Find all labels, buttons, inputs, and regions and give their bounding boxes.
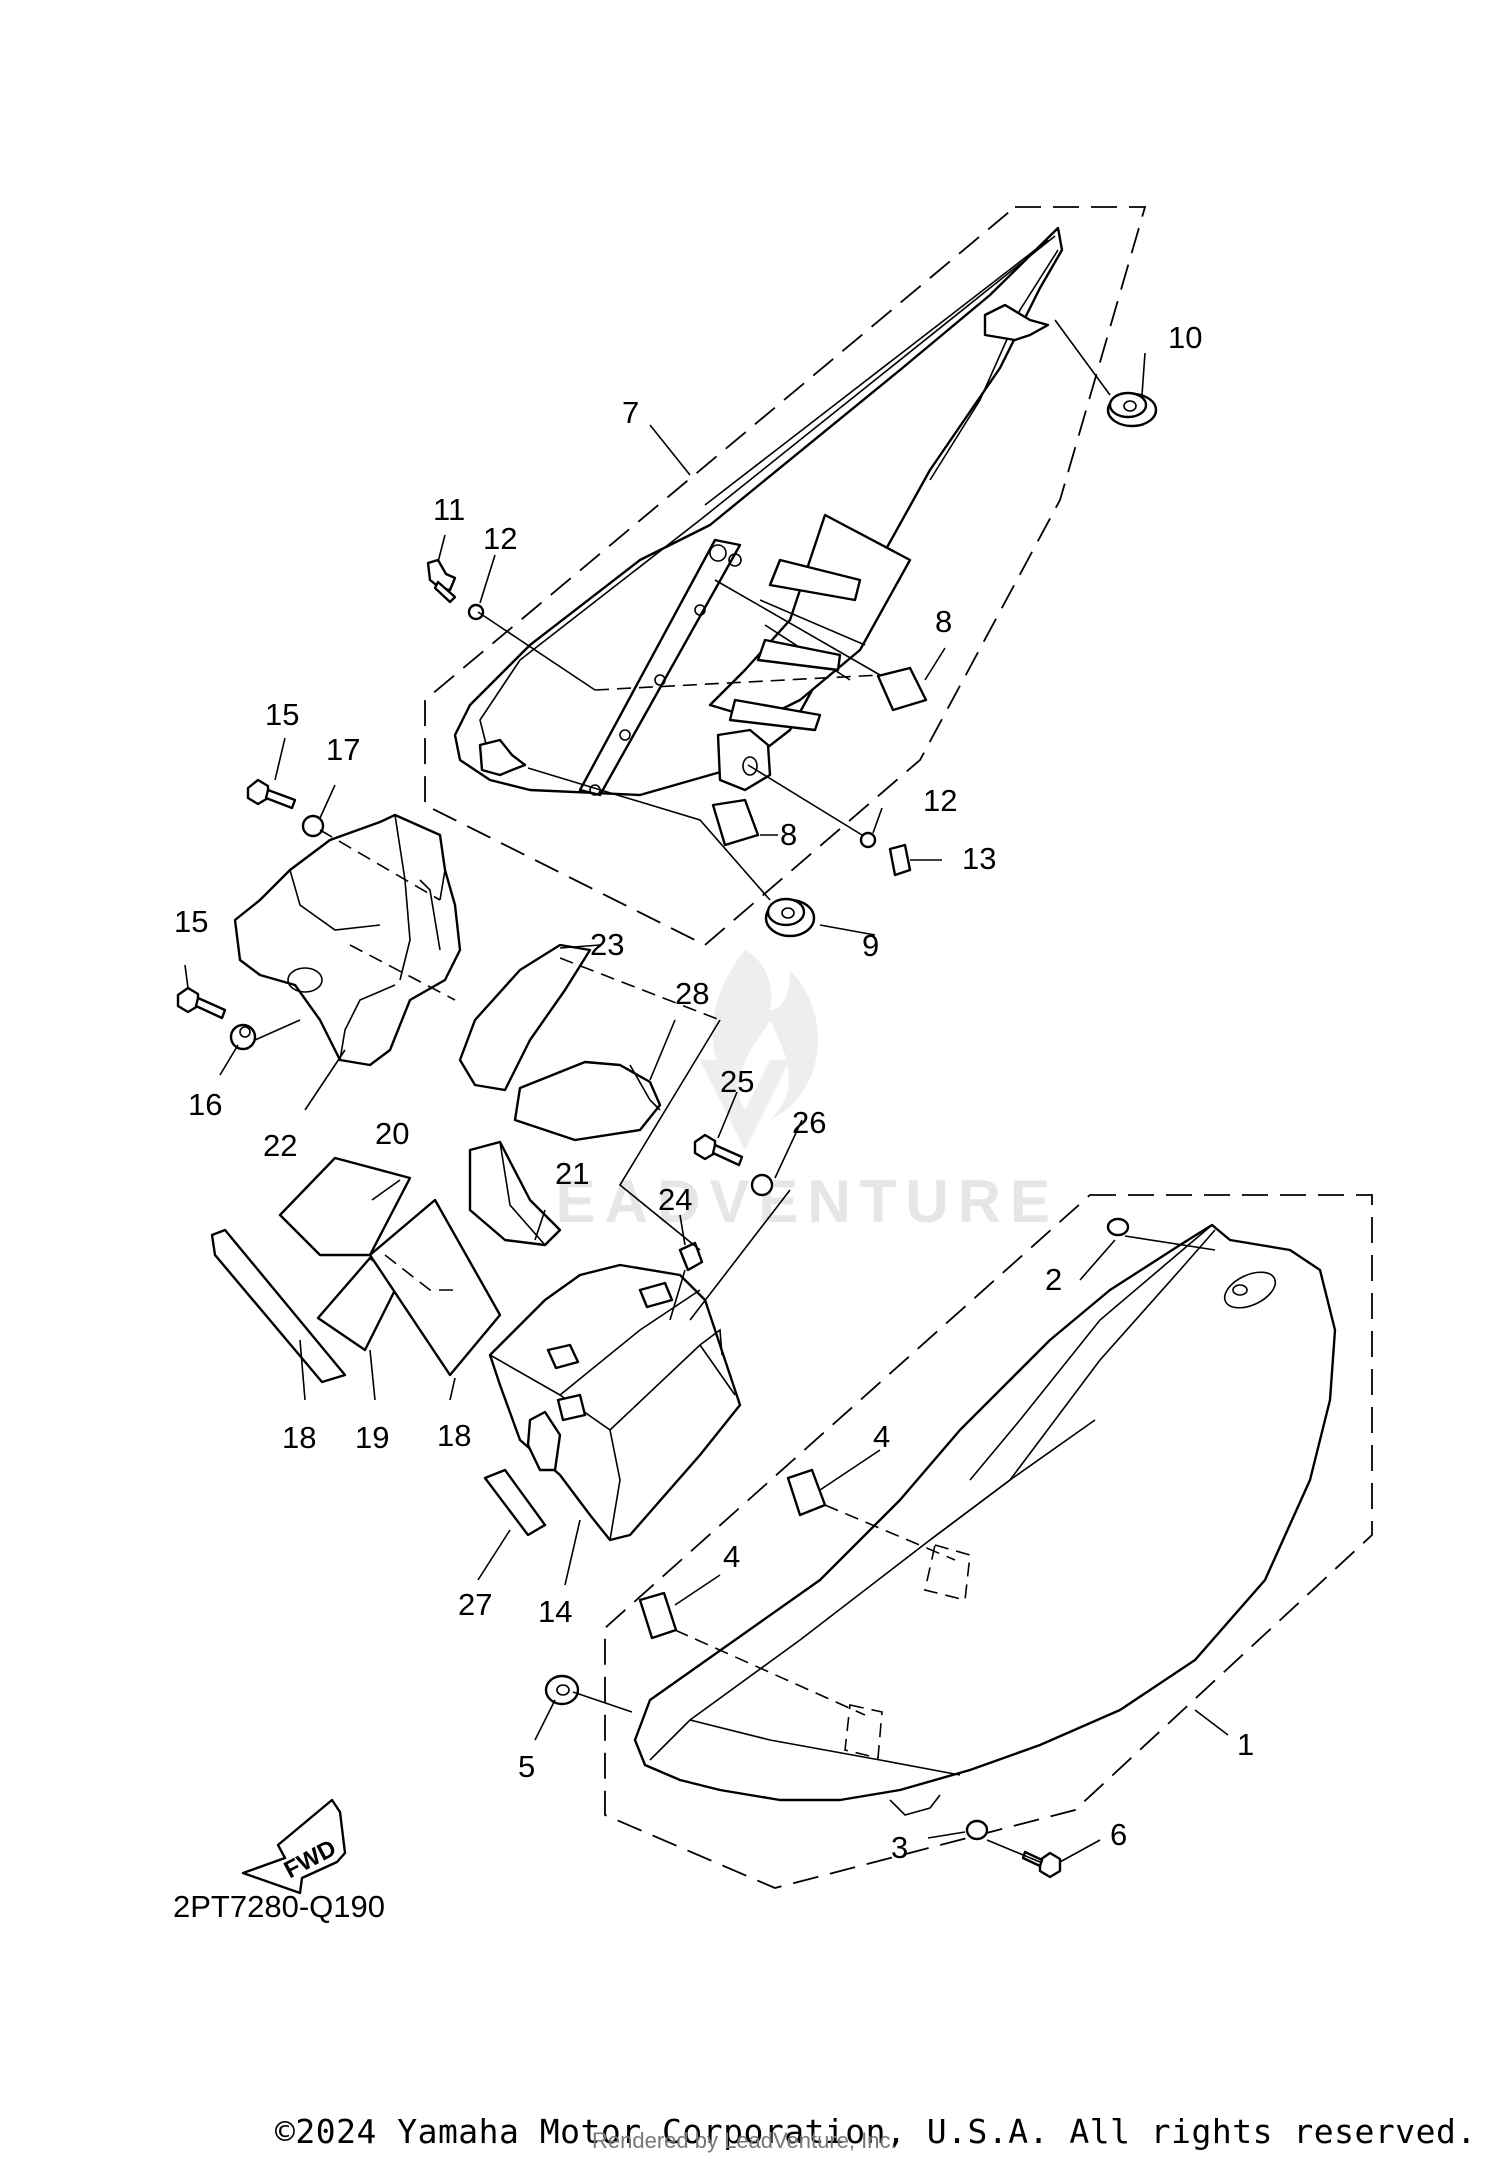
callout-18-right: 18 [437, 1418, 471, 1453]
leadventure-watermark: LEADVENTURE [510, 950, 1059, 1235]
rendered-by-notice: Rendered by LeadVenture, Inc. [592, 2128, 897, 2153]
callout-26: 26 [792, 1105, 826, 1140]
callout-8-upper: 8 [935, 604, 952, 639]
callout-7: 7 [622, 395, 639, 430]
callout-labels: 10 7 11 12 8 12 8 13 9 15 17 15 16 22 23… [174, 320, 1254, 1865]
callout-25: 25 [720, 1064, 754, 1099]
part-12-washer-upper [467, 603, 485, 621]
callout-19: 19 [355, 1420, 389, 1455]
part-22-cover [233, 813, 462, 1067]
callout-5: 5 [518, 1749, 535, 1784]
part-2-collar [1106, 1217, 1130, 1237]
callout-2: 2 [1045, 1262, 1062, 1297]
callout-11: 11 [433, 492, 465, 527]
part-25-bolt [693, 1133, 744, 1167]
part-27-pad [483, 1468, 547, 1537]
callout-16: 16 [188, 1087, 222, 1122]
part-7-side-cover-rear [453, 226, 1064, 797]
part-8-damper-lower [711, 798, 760, 847]
callout-17: 17 [326, 732, 360, 767]
callout-15-lower: 15 [174, 904, 208, 939]
part-3-collar [965, 1819, 989, 1841]
callout-13: 13 [962, 841, 996, 876]
watermark-text: LEADVENTURE [510, 1168, 1059, 1235]
part-9-grommet [764, 897, 816, 938]
group-outline-upper [424, 206, 1147, 947]
callout-6: 6 [1110, 1817, 1127, 1852]
callout-1: 1 [1237, 1727, 1254, 1762]
part-15-bolt-lower [176, 986, 227, 1020]
callout-4-lower: 4 [723, 1539, 740, 1574]
part-24-nut [678, 1241, 704, 1272]
callout-3: 3 [891, 1830, 908, 1865]
part-8-damper-upper [876, 666, 928, 712]
callout-4-upper: 4 [873, 1419, 890, 1454]
part-16-collar [229, 1023, 257, 1051]
part-20-pad [278, 1156, 412, 1257]
callout-12-lower: 12 [923, 783, 957, 818]
callout-18-left: 18 [282, 1420, 316, 1455]
part-1-side-cover [633, 1223, 1337, 1816]
part-4-damper-upper [786, 1468, 827, 1517]
part-11-bolt [426, 558, 457, 604]
callout-10: 10 [1168, 320, 1202, 355]
part-17-washer [301, 814, 325, 838]
part-23-pad [458, 943, 592, 1092]
part-15-bolt-upper [246, 778, 297, 810]
callout-9: 9 [862, 928, 879, 963]
part-21-pad [468, 1140, 562, 1247]
group-outline-lower [604, 1194, 1373, 1889]
part-12-washer-lower [859, 831, 877, 849]
callout-27: 27 [458, 1587, 492, 1622]
part-10-grommet [1106, 391, 1158, 428]
callout-14: 14 [538, 1594, 572, 1629]
callout-20: 20 [375, 1116, 409, 1151]
part-13-nut [888, 843, 912, 877]
callout-28: 28 [675, 976, 709, 1011]
part-18-pad-right [368, 1198, 502, 1377]
part-14-battery-case [488, 1263, 742, 1542]
callout-24: 24 [658, 1182, 692, 1217]
part-4-damper-lower [638, 1591, 678, 1640]
callout-23: 23 [590, 927, 624, 962]
callout-21: 21 [555, 1156, 589, 1191]
callout-15-upper: 15 [265, 697, 299, 732]
diagram-code: 2PT7280-Q190 [173, 1889, 385, 1924]
leader-lines [184, 319, 1229, 1863]
callout-22: 22 [263, 1128, 297, 1163]
part-6-bolt [1021, 1850, 1062, 1879]
callout-8-lower: 8 [780, 817, 797, 852]
part-18-pad-left [210, 1228, 347, 1384]
part-5-grommet [544, 1674, 580, 1706]
part-28-pad [513, 1060, 662, 1142]
callout-12-upper: 12 [483, 521, 517, 556]
copyright-notice: ©2024 Yamaha Motor Corporation, U.S.A. A… [275, 2112, 1477, 2151]
fwd-arrow-icon: FWD [241, 1798, 347, 1895]
part-26-collar [750, 1173, 774, 1197]
